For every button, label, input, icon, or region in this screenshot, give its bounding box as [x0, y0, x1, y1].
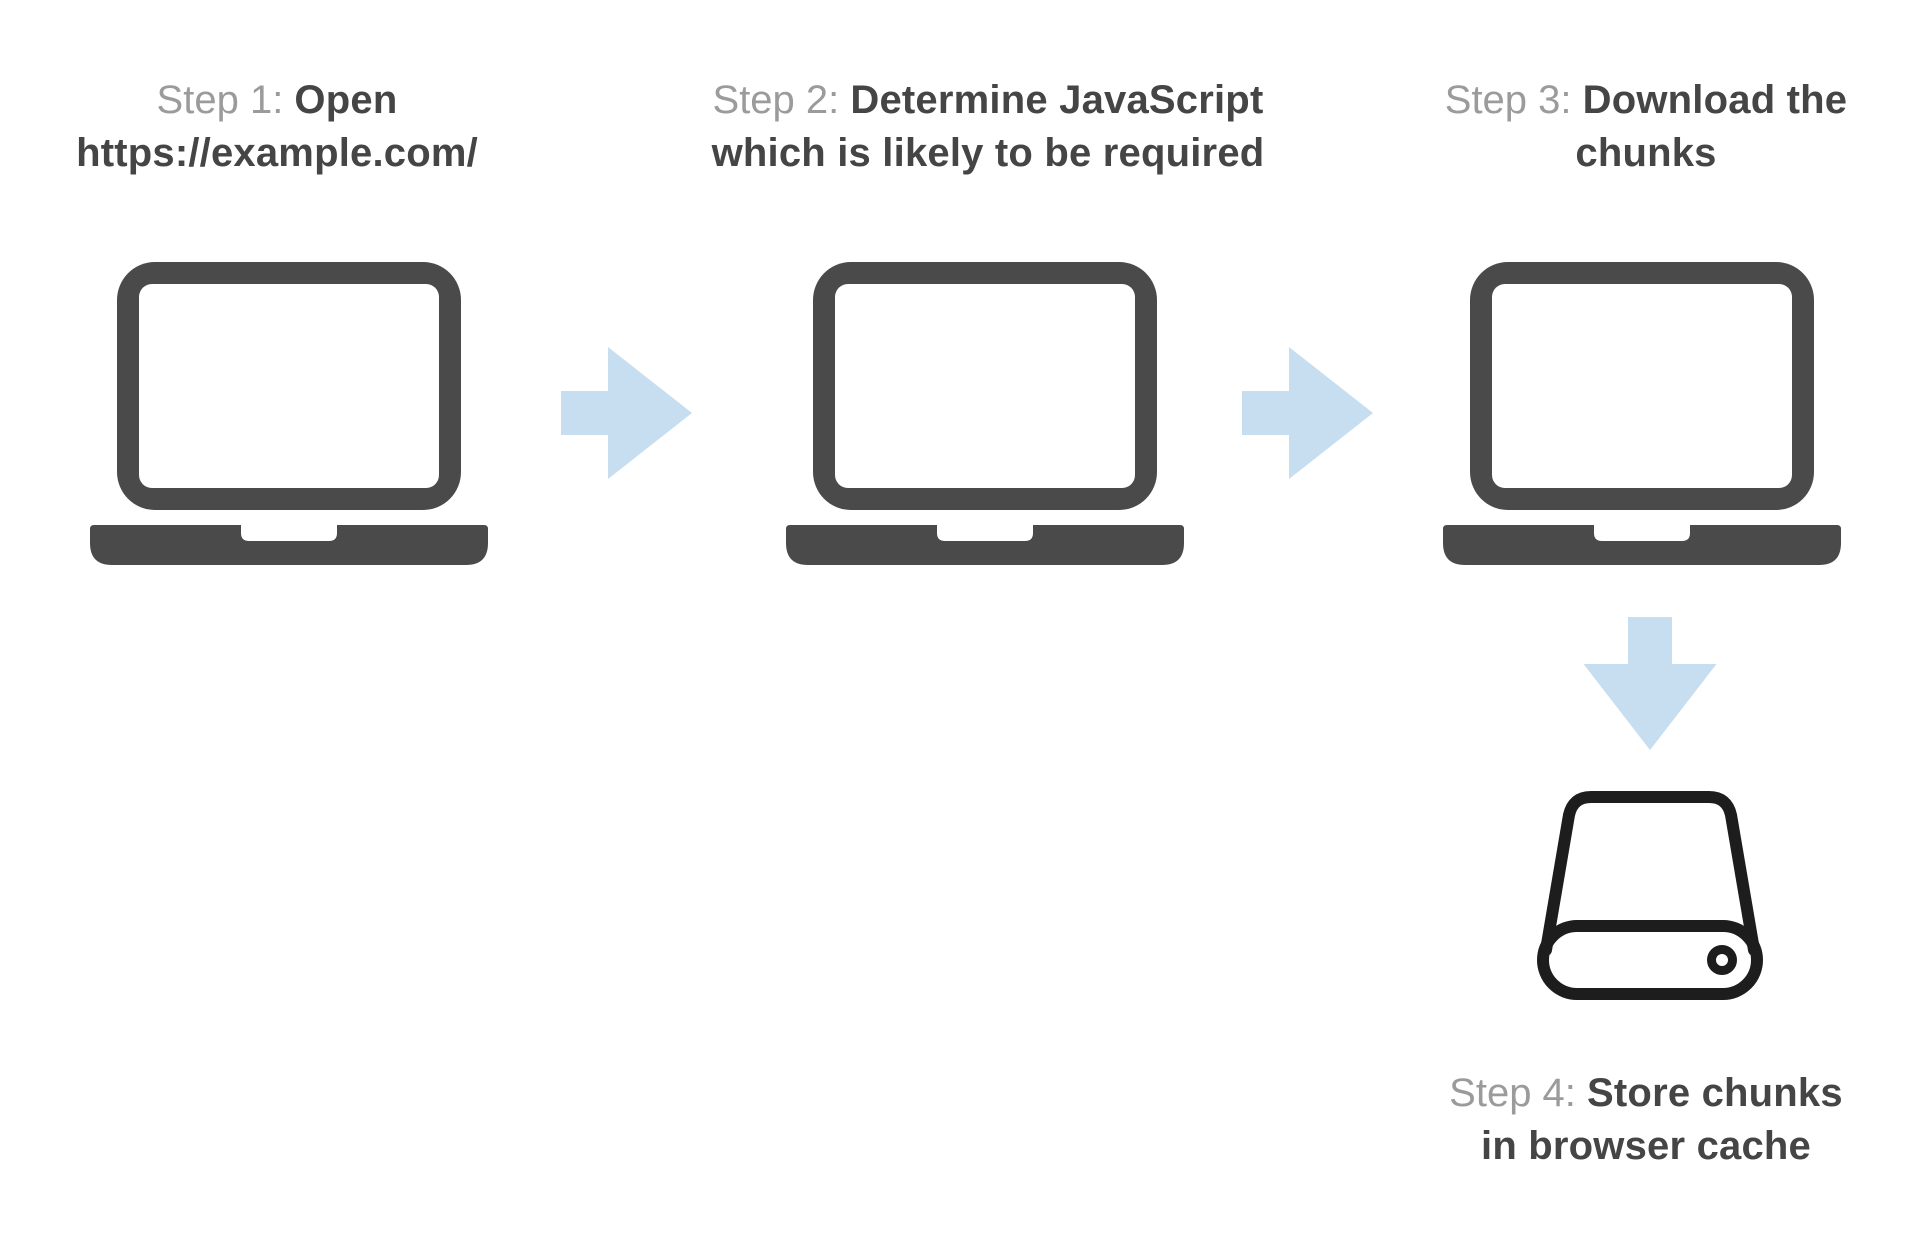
- step-3-title-line-2: chunks: [1575, 131, 1717, 175]
- step-1-title-line-2: https://example.com/: [76, 131, 478, 175]
- step-1-title: Step 1: Open https://example.com/: [76, 74, 478, 180]
- step-3-label: Step 3:: [1444, 78, 1583, 122]
- step-2-label: Step 2:: [712, 78, 851, 122]
- laptop-icon: [1439, 262, 1845, 565]
- step-2-title: Step 2: Determine JavaScript which is li…: [712, 74, 1265, 180]
- laptop-icon: [782, 262, 1188, 565]
- hard-drive-icon: [1537, 790, 1763, 1000]
- step-2-title-line-2: which is likely to be required: [711, 131, 1265, 175]
- step-2-title-line-1: Step 2: Determine JavaScript: [712, 78, 1264, 122]
- step-4-title: Step 4: Store chunks in browser cache: [1449, 1067, 1843, 1173]
- arrow-right-icon: [561, 347, 692, 479]
- step-1-title-line-1: Step 1: Open: [156, 78, 398, 122]
- arrow-down-icon: [1583, 617, 1717, 750]
- step-3-title: Step 3: Download the chunks: [1445, 74, 1847, 180]
- arrow-right-icon: [1242, 347, 1373, 479]
- step-4-label: Step 4:: [1449, 1071, 1588, 1115]
- step-3-title-line-1: Step 3: Download the: [1444, 78, 1848, 122]
- step-4-title-line-2: in browser cache: [1481, 1124, 1811, 1168]
- step-1-label: Step 1:: [156, 78, 295, 122]
- step-4-title-line-1: Step 4: Store chunks: [1449, 1071, 1843, 1115]
- laptop-icon: [86, 262, 492, 565]
